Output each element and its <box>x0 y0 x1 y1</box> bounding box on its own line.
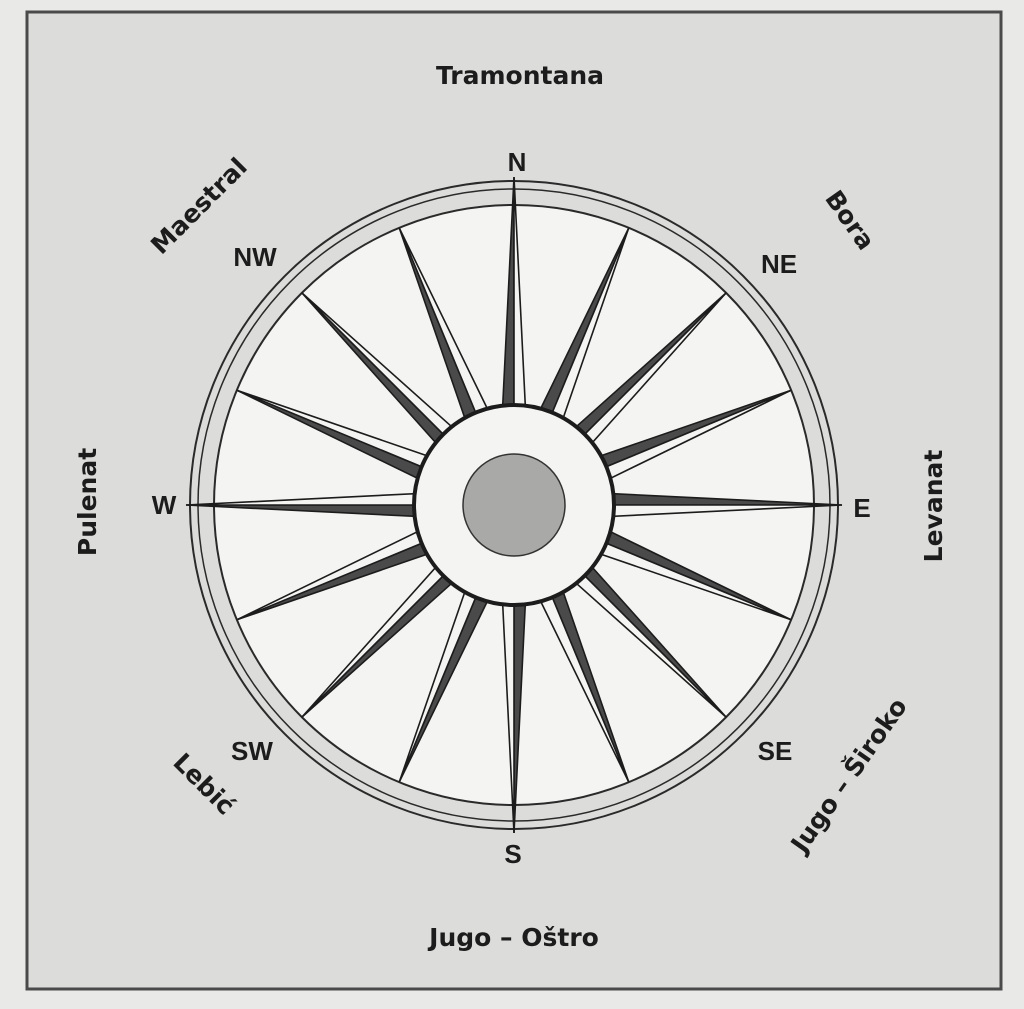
star-points <box>185 176 843 834</box>
direction-label-e: E <box>853 493 870 523</box>
direction-label-ne: NE <box>761 249 797 279</box>
direction-label-n: N <box>508 147 527 177</box>
direction-label-nw: NW <box>233 242 277 272</box>
wind-label-tramontana: Tramontana <box>436 61 604 90</box>
wind-label-jugo-ostro: Jugo – Oštro <box>427 923 599 952</box>
direction-label-s: S <box>504 839 521 869</box>
center-dot <box>462 453 566 557</box>
direction-label-w: W <box>152 490 177 520</box>
direction-label-sw: SW <box>231 736 273 766</box>
direction-label-se: SE <box>758 736 793 766</box>
wind-label-pulenat: Pulenat <box>73 448 102 556</box>
wind-label-levanat: Levanat <box>919 450 948 563</box>
